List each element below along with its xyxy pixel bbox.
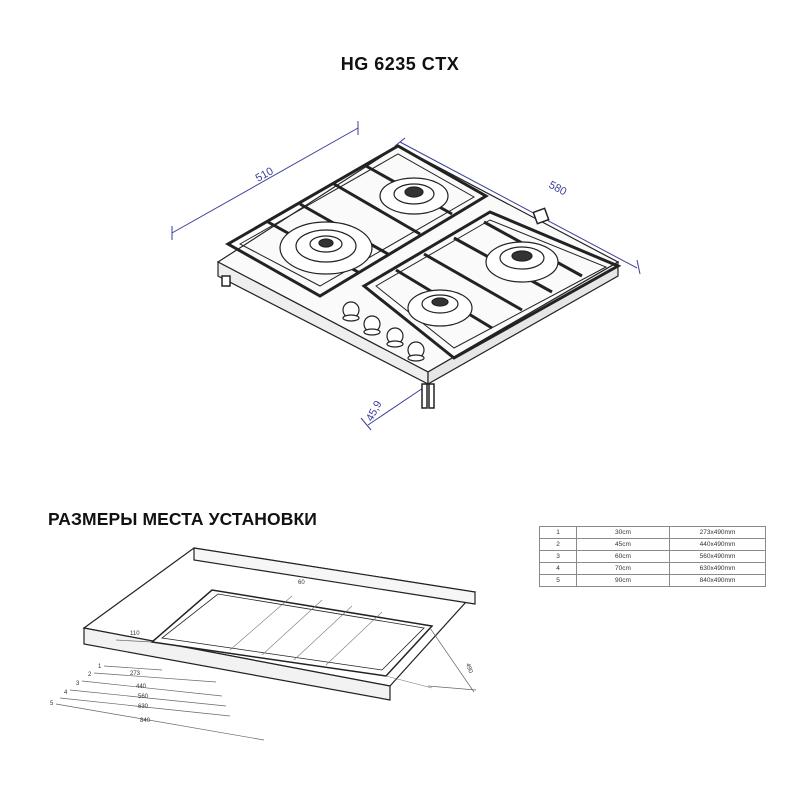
cutout-index-label: 5 <box>50 701 54 707</box>
size-table: 1 30cm 273x490mm 2 45cm 440x490mm 3 60cm… <box>539 526 766 587</box>
table-cell-cutout: 840x490mm <box>669 574 766 587</box>
hob-feet <box>221 207 550 409</box>
table-row: 1 30cm 273x490mm <box>539 526 766 539</box>
table-row: 5 90cm 840x490mm <box>539 574 766 587</box>
table-cell-width: 60cm <box>576 550 670 563</box>
cutout-index-label: 2 <box>88 672 92 678</box>
cutout-index-label: 3 <box>76 681 80 687</box>
table-cell-num: 5 <box>539 574 577 587</box>
top-offset-label: 60 <box>298 580 305 586</box>
cutout-width-label: 273 <box>130 671 141 677</box>
cutout-width-label: 630 <box>138 704 149 710</box>
table-cell-width: 30cm <box>576 526 670 539</box>
installation-dimension-lines <box>55 627 477 741</box>
table-cell-cutout: 560x490mm <box>669 550 766 563</box>
control-knobs <box>342 301 425 362</box>
table-row: 4 70cm 630x490mm <box>539 562 766 575</box>
cutout-depth-label: 490 <box>464 663 473 675</box>
cutout-index-label: 4 <box>64 690 68 696</box>
cutout-width-label: 840 <box>140 718 151 724</box>
cutout-width-label: 440 <box>136 684 147 690</box>
table-cell-width: 70cm <box>576 562 670 575</box>
model-title: HG 6235 CTX <box>340 54 460 74</box>
side-offset-label: 110 <box>130 631 140 637</box>
cutout-width-label: 560 <box>138 694 149 700</box>
table-cell-cutout: 273x490mm <box>669 526 766 539</box>
table-cell-num: 4 <box>539 562 577 575</box>
installation-section-title: РАЗМЕРЫ МЕСТА УСТАНОВКИ <box>48 509 317 529</box>
table-row: 2 45cm 440x490mm <box>539 538 766 551</box>
table-cell-num: 1 <box>539 526 577 539</box>
table-cell-num: 3 <box>539 550 577 563</box>
cutout <box>150 589 434 677</box>
table-cell-width: 90cm <box>576 574 670 587</box>
table-cell-num: 2 <box>539 538 577 551</box>
hob-dimension-lines <box>171 121 641 431</box>
burners <box>279 177 559 327</box>
table-cell-cutout: 630x490mm <box>669 562 766 575</box>
table-cell-width: 45cm <box>576 538 670 551</box>
table-cell-cutout: 440x490mm <box>669 538 766 551</box>
table-row: 3 60cm 560x490mm <box>539 550 766 563</box>
cutout-index-label: 1 <box>98 664 102 670</box>
cutout-guides <box>229 595 433 689</box>
